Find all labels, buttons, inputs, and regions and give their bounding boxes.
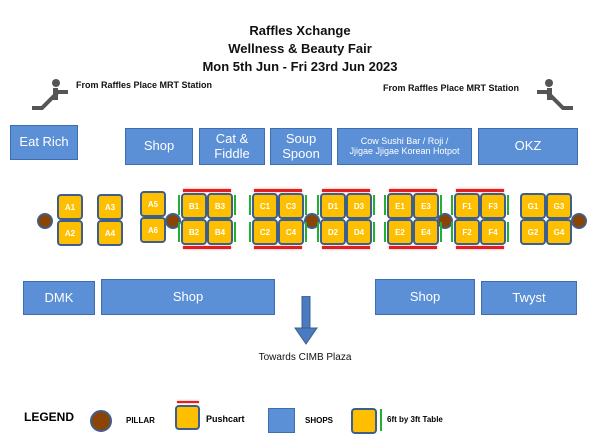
- shop-twyst: Twyst: [481, 281, 577, 315]
- pushcart-edge: [254, 246, 302, 249]
- table-edge: [305, 195, 307, 215]
- stall-d2: D2: [320, 219, 346, 245]
- stall-c2: C2: [252, 219, 278, 245]
- table-edge: [507, 222, 509, 242]
- stall-f1: F1: [454, 193, 480, 219]
- stall-e2: E2: [387, 219, 413, 245]
- stall-d4: D4: [346, 219, 372, 245]
- table-edge: [507, 195, 509, 215]
- title-line-2: Wellness & Beauty Fair: [228, 41, 372, 56]
- stall-a1: A1: [57, 194, 83, 220]
- pushcart-edge: [456, 189, 504, 192]
- escalator-icon: [537, 79, 573, 110]
- stall-b2: B2: [181, 219, 207, 245]
- shop-soup-spoon: Soup Spoon: [270, 128, 332, 165]
- shop-eat-rich: Eat Rich: [10, 125, 78, 160]
- entrance-right-label: From Raffles Place MRT Station: [383, 83, 520, 93]
- stall-b1: B1: [181, 193, 207, 219]
- table-edge: [373, 222, 375, 242]
- table-edge: [234, 195, 236, 215]
- shop-dmk: DMK: [23, 281, 95, 315]
- shop-cow-sushi: Cow Sushi Bar / Roji / Jjigae Jjigae Kor…: [337, 128, 472, 165]
- table-edge: [234, 222, 236, 242]
- pushcart-edge: [183, 189, 231, 192]
- table-edge: [440, 222, 442, 242]
- legend-pillar-icon: [90, 410, 112, 432]
- stall-b4: B4: [207, 219, 233, 245]
- stall-c1: C1: [252, 193, 278, 219]
- arrow-down-icon: [294, 296, 318, 345]
- direction-label: Towards CIMB Plaza: [258, 352, 352, 363]
- stall-g3: G3: [546, 193, 572, 219]
- legend-pushcart-label: Pushcart: [206, 414, 245, 424]
- table-edge: [249, 222, 251, 242]
- stall-f3: F3: [480, 193, 506, 219]
- stall-b3: B3: [207, 193, 233, 219]
- pushcart-edge: [389, 246, 437, 249]
- table-edge: [178, 195, 180, 215]
- table-edge: [440, 195, 442, 215]
- stall-d1: D1: [320, 193, 346, 219]
- shop-bottom-1: Shop: [101, 279, 275, 315]
- table-edge: [384, 222, 386, 242]
- legend-shop-icon: [268, 408, 295, 433]
- stall-e4: E4: [413, 219, 439, 245]
- table-edge: [373, 195, 375, 215]
- table-edge: [178, 222, 180, 242]
- pillar: [571, 213, 587, 229]
- legend-table-icon: [351, 408, 377, 434]
- entrance-left-label: From Raffles Place MRT Station: [76, 80, 213, 90]
- stall-g1: G1: [520, 193, 546, 219]
- shop-okz: OKZ: [478, 128, 578, 165]
- pushcart-edge: [389, 189, 437, 192]
- pushcart-edge: [456, 246, 504, 249]
- pushcart-edge: [254, 189, 302, 192]
- table-edge: [384, 195, 386, 215]
- shop-bottom-2: Shop: [375, 279, 475, 315]
- stall-a5: A5: [140, 191, 166, 217]
- event-title: Raffles Xchange Wellness & Beauty Fair M…: [0, 22, 600, 76]
- legend-title: LEGEND: [24, 410, 75, 424]
- shop-top-1: Shop: [125, 128, 193, 165]
- table-edge: [451, 222, 453, 242]
- legend-table-line: [380, 409, 382, 431]
- table-edge: [249, 195, 251, 215]
- stall-f2: F2: [454, 219, 480, 245]
- stall-e3: E3: [413, 193, 439, 219]
- stall-c4: C4: [278, 219, 304, 245]
- shop-cat-fiddle: Cat & Fiddle: [199, 128, 265, 165]
- legend-pushcart-icon: [175, 405, 200, 430]
- stall-d3: D3: [346, 193, 372, 219]
- stall-g4: G4: [546, 219, 572, 245]
- table-edge: [305, 222, 307, 242]
- pushcart-edge: [322, 246, 370, 249]
- legend-pushcart-line: [177, 401, 199, 403]
- title-line-3: Mon 5th Jun - Fri 23rd Jun 2023: [202, 59, 398, 74]
- stall-e1: E1: [387, 193, 413, 219]
- table-edge: [317, 195, 319, 215]
- pillar: [37, 213, 53, 229]
- table-edge: [451, 195, 453, 215]
- pushcart-edge: [322, 189, 370, 192]
- stall-c3: C3: [278, 193, 304, 219]
- stall-g2: G2: [520, 219, 546, 245]
- pillar: [304, 213, 320, 229]
- legend-table-label: 6ft by 3ft Table: [387, 415, 443, 424]
- legend-pillar-label: PILLAR: [126, 416, 155, 425]
- table-edge: [317, 222, 319, 242]
- pushcart-edge: [183, 246, 231, 249]
- escalator-icon: [32, 79, 68, 110]
- pillar: [165, 213, 181, 229]
- stall-a2: A2: [57, 220, 83, 246]
- stall-a3: A3: [97, 194, 123, 220]
- legend-shops-label: SHOPS: [305, 416, 334, 425]
- stall-f4: F4: [480, 219, 506, 245]
- stall-a6: A6: [140, 217, 166, 243]
- title-line-1: Raffles Xchange: [249, 23, 351, 38]
- stall-a4: A4: [97, 220, 123, 246]
